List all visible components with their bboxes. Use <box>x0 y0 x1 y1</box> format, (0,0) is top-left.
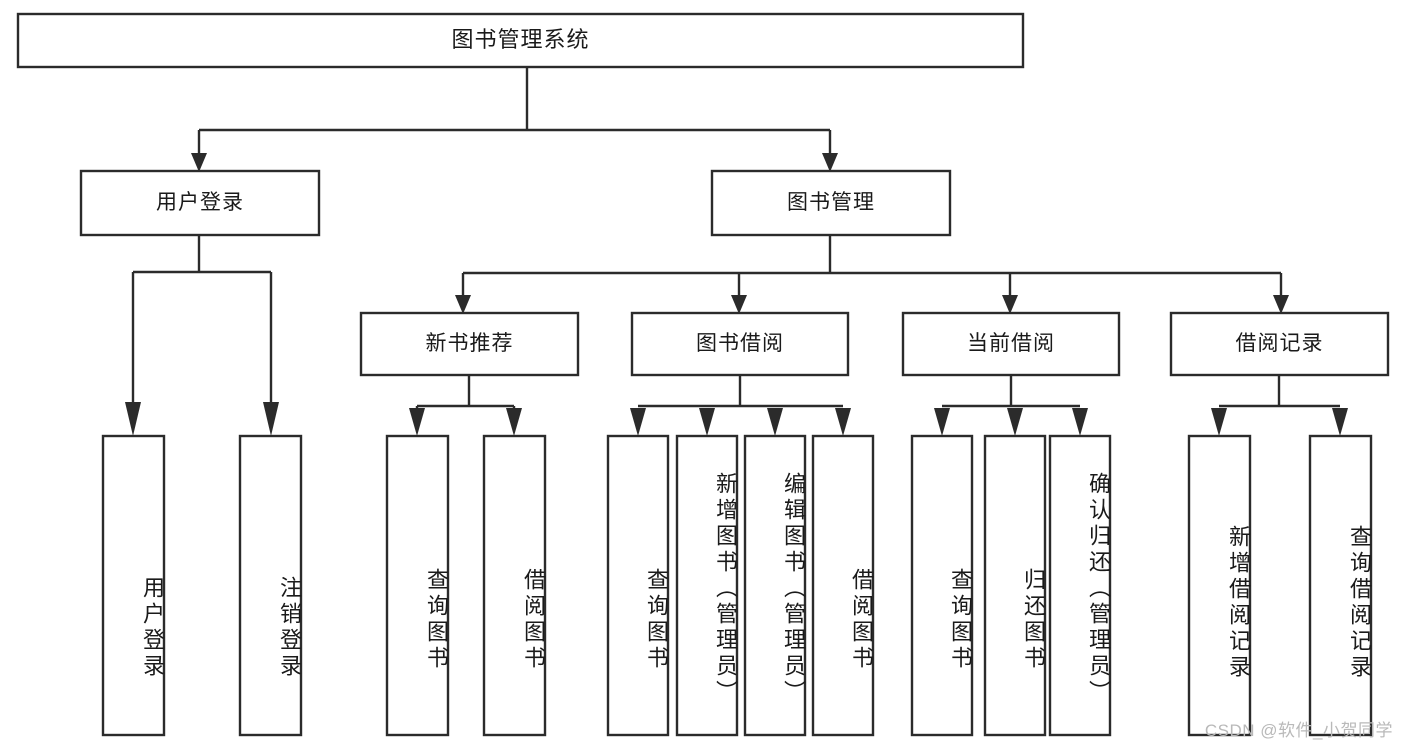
arrow-head-book-borrow <box>731 295 747 314</box>
node-box-new-book-recommend[interactable] <box>359 311 580 377</box>
arrow-head-leaf-query-book-2 <box>630 408 646 436</box>
arrow-head-book-manage <box>822 153 838 172</box>
node-box-leaf-query-book-2[interactable] <box>606 434 670 737</box>
arrow-head-leaf-user-logout <box>263 402 279 436</box>
node-box-leaf-query-book-3[interactable] <box>910 434 974 737</box>
node-box-leaf-query-book-1[interactable] <box>385 434 450 737</box>
arrow-head-leaf-add-record <box>1211 408 1227 436</box>
csdn-watermark: CSDN @软件_小贺同学 <box>1204 721 1393 740</box>
arrow-head-leaf-borrow-book-1 <box>506 408 522 436</box>
arrow-head-new-book-recommend <box>455 295 471 314</box>
node-box-leaf-confirm-return[interactable] <box>1048 434 1112 737</box>
arrow-head-leaf-query-book-1 <box>409 408 425 436</box>
arrow-head-leaf-query-record <box>1332 408 1348 436</box>
arrow-head-leaf-query-book-3 <box>934 408 950 436</box>
arrow-head-borrow-record <box>1273 295 1289 314</box>
node-box-book-borrow[interactable] <box>630 311 850 377</box>
arrow-head-leaf-return-book <box>1007 408 1023 436</box>
node-box-leaf-add-record[interactable] <box>1187 434 1252 737</box>
node-box-leaf-edit-book[interactable] <box>743 434 807 737</box>
node-box-leaf-return-book[interactable] <box>983 434 1047 737</box>
node-box-leaf-user-login[interactable] <box>101 434 166 737</box>
node-box-leaf-add-book[interactable] <box>675 434 739 737</box>
arrow-head-leaf-user-login <box>125 402 141 436</box>
node-box-leaf-borrow-book-1[interactable] <box>482 434 547 737</box>
node-box-borrow-record[interactable] <box>1169 311 1390 377</box>
arrow-head-leaf-add-book <box>699 408 715 436</box>
arrow-head-user-login <box>191 153 207 172</box>
node-box-leaf-user-logout[interactable] <box>238 434 303 737</box>
arrow-head-leaf-confirm-return <box>1072 408 1088 436</box>
node-box-leaf-query-record[interactable] <box>1308 434 1373 737</box>
arrow-head-leaf-edit-book <box>767 408 783 436</box>
node-box-user-login[interactable] <box>79 169 321 237</box>
arrow-head-current-borrow <box>1002 295 1018 314</box>
node-box-current-borrow[interactable] <box>901 311 1121 377</box>
node-box-leaf-borrow-book-2[interactable] <box>811 434 875 737</box>
node-box-book-manage[interactable] <box>710 169 952 237</box>
node-box-root[interactable] <box>16 12 1025 69</box>
arrow-head-leaf-borrow-book-2 <box>835 408 851 436</box>
